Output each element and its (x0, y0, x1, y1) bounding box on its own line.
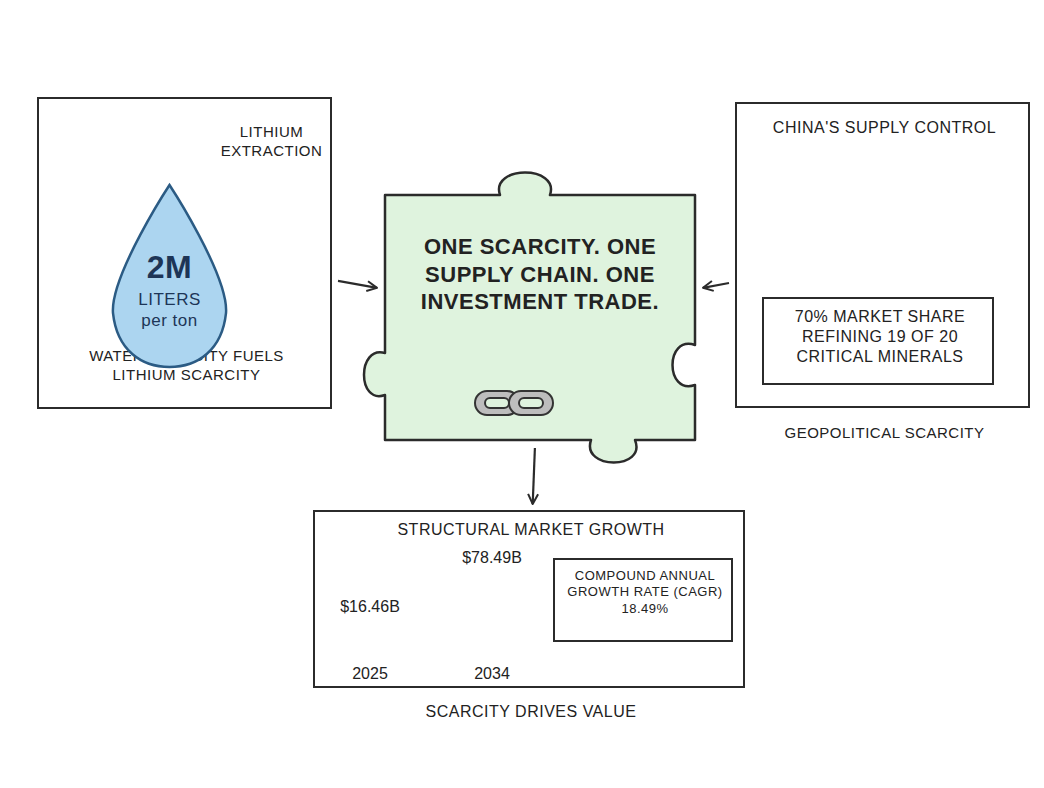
node-text: ONE SCARCITY. ONE SUPPLY CHAIN. ONE INVE… (403, 233, 677, 316)
node-caption: SCARCITY DRIVES VALUE (331, 702, 731, 722)
node-text: 70% MARKET SHARE REFINING 19 OF 20 CRITI… (774, 307, 986, 367)
process-box: LITHIUM EXTRACTIONWATER SCARCITY FUELS L… (37, 97, 332, 409)
process-box: CHINA'S SUPPLY CONTROLGEOPOLITICAL SCARC… (735, 102, 1030, 408)
arrow-connector (533, 448, 535, 504)
node-text: COMPOUND ANNUAL GROWTH RATE (CAGR) 18.49… (563, 568, 727, 617)
arrow-connector (703, 283, 729, 288)
node-text: CHINA'S SUPPLY CONTROL (747, 118, 1022, 138)
chart-label: $16.46B (340, 597, 400, 616)
puzzle-piece: ONE SCARCITY. ONE SUPPLY CHAIN. ONE INVE… (385, 195, 695, 440)
node-text: LITHIUM EXTRACTION (214, 123, 329, 161)
chain-icon (475, 391, 553, 415)
chart-label: 2034 (474, 664, 510, 683)
puzzle-piece-outline (385, 195, 695, 440)
node-text: STRUCTURAL MARKET GROWTH (331, 520, 731, 540)
stat-box: 70% MARKET SHARE REFINING 19 OF 20 CRITI… (762, 297, 994, 385)
arrow-connector (338, 281, 377, 288)
water-droplet: 2MLITERS per ton (107, 183, 232, 369)
node-caption: GEOPOLITICAL SCARCITY (747, 424, 1022, 443)
chart-label: 2025 (352, 664, 388, 683)
stat-box: COMPOUND ANNUAL GROWTH RATE (CAGR) 18.49… (553, 558, 733, 642)
chart-label: $78.49B (462, 548, 522, 567)
node-text: 2M (107, 247, 232, 287)
node-caption: LITERS per ton (127, 289, 212, 332)
